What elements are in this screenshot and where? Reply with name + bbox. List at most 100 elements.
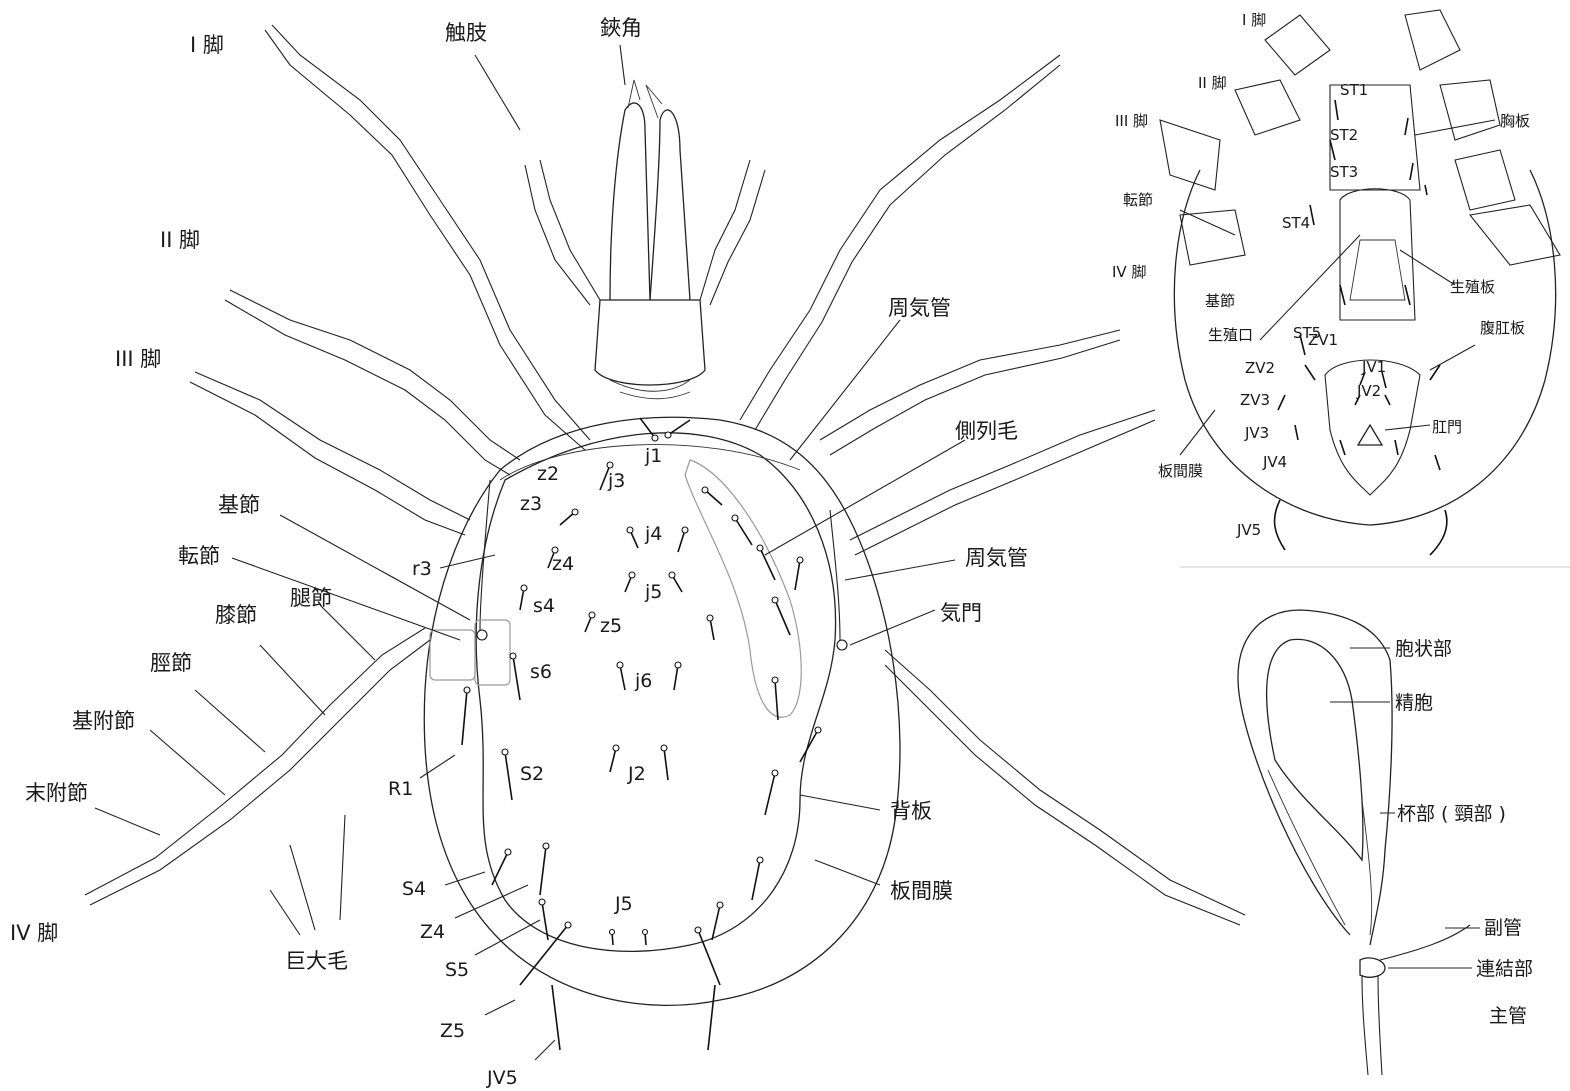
v-label-leg-1: I 脚 — [1242, 11, 1266, 29]
v-label-sternal: 胸板 — [1500, 112, 1530, 130]
stigma-dot — [837, 640, 847, 650]
label-trochanter: 転節 — [178, 544, 220, 568]
v-label-JV3: JV3 — [1244, 424, 1269, 442]
leg-4-left — [85, 628, 430, 905]
label-r3: r3 — [412, 558, 432, 580]
label-Z4: Z4 — [420, 921, 445, 943]
s-label-atrium: 連結部 — [1476, 958, 1533, 980]
label-S2: S2 — [520, 763, 544, 785]
label-s4: s4 — [533, 595, 555, 617]
label-Z5: Z5 — [440, 1020, 465, 1042]
s-label-cervix: 杯部 ( 頸部 ) — [1397, 803, 1506, 825]
ventral-view: I 脚 II 脚 III 脚 IV 脚 胸板 転節 基節 生殖板 生殖口 腹肛板… — [1112, 10, 1560, 555]
chelicera-left — [610, 103, 650, 300]
label-leg-3: III 脚 — [115, 347, 161, 371]
v-label-ZV2: ZV2 — [1245, 359, 1275, 377]
v-label-leg-3: III 脚 — [1115, 112, 1148, 130]
label-s6: s6 — [530, 661, 552, 683]
ventral-leg-shapes — [1160, 10, 1560, 265]
ventral-outline — [1174, 170, 1555, 525]
peritreme-outline — [685, 460, 801, 717]
label-z2: z2 — [537, 463, 559, 485]
v-label-ST4: ST4 — [1282, 214, 1310, 232]
label-j6: j6 — [634, 670, 652, 692]
label-palp: 触肢 — [445, 21, 487, 45]
v-label-membrane: 板間膜 — [1158, 462, 1203, 480]
label-z5: z5 — [600, 615, 622, 637]
label-leg-4: IV 脚 — [10, 921, 58, 945]
s-label-sacculus: 胞状部 — [1395, 638, 1452, 660]
label-J5: J5 — [614, 893, 633, 915]
v-label-JV4: JV4 — [1262, 453, 1287, 471]
v-label-ventrianal: 腹肛板 — [1480, 319, 1525, 337]
label-JV5: JV5 — [486, 1067, 518, 1089]
sperm-body — [1267, 639, 1363, 860]
label-membrane: 板間膜 — [890, 879, 953, 903]
v-label-trochanter: 転節 — [1123, 191, 1153, 209]
label-basitarsus: 基附節 — [72, 709, 135, 733]
v-label-leg-4: IV 脚 — [1112, 263, 1146, 281]
label-j5: j5 — [644, 581, 662, 603]
label-S5: S5 — [445, 959, 469, 981]
label-femur: 腿節 — [290, 586, 332, 610]
v-label-ST3: ST3 — [1330, 163, 1358, 181]
v-label-ZV3: ZV3 — [1240, 391, 1270, 409]
label-leg-1: I 脚 — [190, 33, 224, 57]
palp-left — [525, 160, 600, 305]
s-label-minor-duct: 副管 — [1484, 917, 1522, 939]
v-label-genital-opening: 生殖口 — [1208, 326, 1253, 344]
label-chelicera: 鋏角 — [600, 16, 642, 40]
v-label-JV1: JV1 — [1361, 358, 1386, 376]
label-coxa: 基節 — [218, 493, 260, 517]
label-z4: z4 — [552, 553, 574, 575]
peritreme-left — [480, 480, 490, 630]
major-duct — [1362, 975, 1382, 1075]
genital-inner — [1350, 240, 1405, 300]
v-label-ST1: ST1 — [1340, 81, 1368, 99]
palp-right — [700, 160, 765, 305]
label-S4: S4 — [402, 878, 426, 900]
gnathosoma — [595, 300, 705, 385]
s-label-sperm: 精胞 — [1395, 692, 1433, 714]
v-label-anus: 肛門 — [1432, 418, 1462, 436]
label-genu: 膝節 — [215, 603, 257, 627]
label-z3: z3 — [520, 493, 542, 515]
label-tibia: 脛節 — [150, 651, 192, 675]
minor-duct — [1380, 925, 1470, 960]
v-label-ST2: ST2 — [1330, 126, 1358, 144]
chelicera-right — [650, 110, 690, 300]
spermatheca-view: 胞状部 精胞 杯部 ( 頸部 ) 副管 連結部 主管 — [1238, 610, 1533, 1075]
label-tarsus: 末附節 — [25, 781, 88, 805]
v-label-leg-2: II 脚 — [1198, 74, 1227, 92]
dorsal-setae — [462, 418, 821, 1050]
sacculus-outer — [1238, 610, 1392, 945]
label-j4: j4 — [644, 523, 662, 545]
label-j3: j3 — [607, 470, 625, 492]
atrium — [1360, 958, 1385, 977]
label-leg-2: II 脚 — [160, 228, 200, 252]
label-j1: j1 — [644, 445, 662, 467]
v-label-JV2: JV2 — [1356, 382, 1381, 400]
anus-ring — [1358, 425, 1382, 445]
leg-2-left — [225, 290, 520, 475]
s-label-major-duct: 主管 — [1489, 1005, 1527, 1027]
v-label-genital-shield: 生殖板 — [1450, 278, 1495, 296]
label-macrosetae: 巨大毛 — [285, 949, 348, 973]
v-label-ZV1: ZV1 — [1308, 331, 1338, 349]
label-J2: J2 — [627, 763, 646, 785]
label-lateral-setae: 側列毛 — [955, 419, 1018, 443]
v-label-JV5: JV5 — [1236, 521, 1261, 539]
v-label-coxa: 基節 — [1205, 292, 1235, 310]
label-dorsal-shield: 背板 — [890, 799, 932, 823]
leg-1-left — [265, 25, 590, 450]
leg-1-right — [740, 55, 1060, 430]
stigma-dot-left — [477, 630, 487, 640]
label-stigma: 気門 — [940, 601, 982, 625]
label-peritreme: 周気管 — [965, 546, 1028, 570]
chelicera-tip — [628, 80, 662, 118]
label-R1: R1 — [388, 778, 413, 800]
label-peritreme-top: 周気管 — [888, 296, 951, 320]
dorsal-view: I 脚 II 脚 III 脚 IV 脚 触肢 鋏角 周気管 側列毛 周気管 気門… — [10, 16, 1245, 1089]
